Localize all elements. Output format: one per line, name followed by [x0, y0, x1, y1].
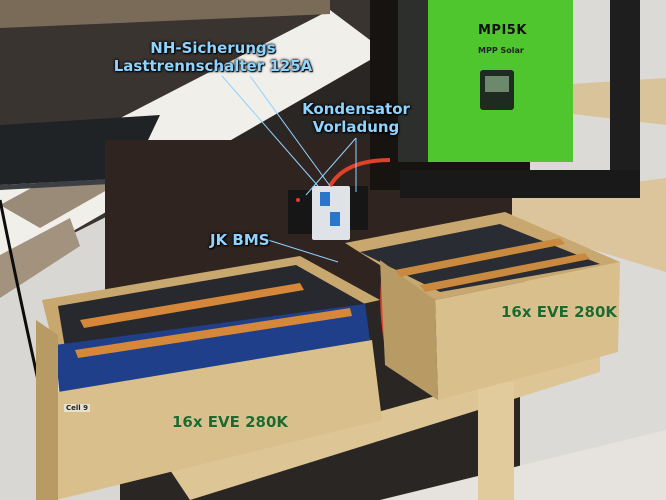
nh-fuse-handle-bottom: [330, 212, 340, 226]
right-battery-label: 16x EVE 280K: [501, 303, 618, 321]
leader-kond-a: [305, 137, 357, 196]
floor: [380, 430, 666, 500]
leader-jk: [267, 239, 339, 263]
stair-step-top: [0, 0, 330, 28]
inverter-brand: MPP Solar: [478, 46, 524, 55]
nh-label-line-1: NH-Sicherungs: [150, 39, 276, 57]
left-box-cells-front: [55, 304, 370, 398]
right-box-busbars-2: [420, 253, 590, 292]
inverter-screen: [485, 76, 509, 92]
left-battery-label: 16x EVE 280K: [172, 413, 289, 431]
kond-label-line-2: Vorladung: [312, 118, 400, 136]
bench-leg: [478, 382, 514, 500]
inverter-model: MPI5K: [478, 23, 527, 38]
left-box-busbars: [80, 283, 304, 328]
cable-duct-vertical: [610, 0, 640, 178]
precharge-meter-right: [346, 186, 368, 230]
jk-bms-label: JK BMS: [210, 231, 270, 249]
left-box-front: [40, 340, 382, 500]
inverter-body: [398, 0, 428, 162]
lower-shelf: [512, 178, 666, 272]
cable-duct-horizontal: [400, 170, 640, 198]
laptop-edge: [0, 178, 130, 190]
kond-label-line-1: Kondensator: [302, 100, 410, 118]
meter-led: [296, 198, 300, 202]
nh-label-line-2: Lasttrennschalter 125A: [113, 57, 313, 75]
cell-tag: Cell 9: [64, 404, 90, 412]
left-box-busbars-2: [75, 308, 352, 358]
right-box-front: [435, 262, 620, 400]
leader-nh-b: [249, 75, 331, 187]
stair-step-low: [0, 218, 80, 298]
right-box-side: [380, 260, 438, 400]
nh-fuse-handle-top: [320, 192, 330, 206]
left-box-side: [36, 320, 58, 500]
red-cable-1: [328, 158, 391, 188]
leader-nh-a: [221, 75, 319, 187]
right-box-busbars: [395, 238, 565, 277]
